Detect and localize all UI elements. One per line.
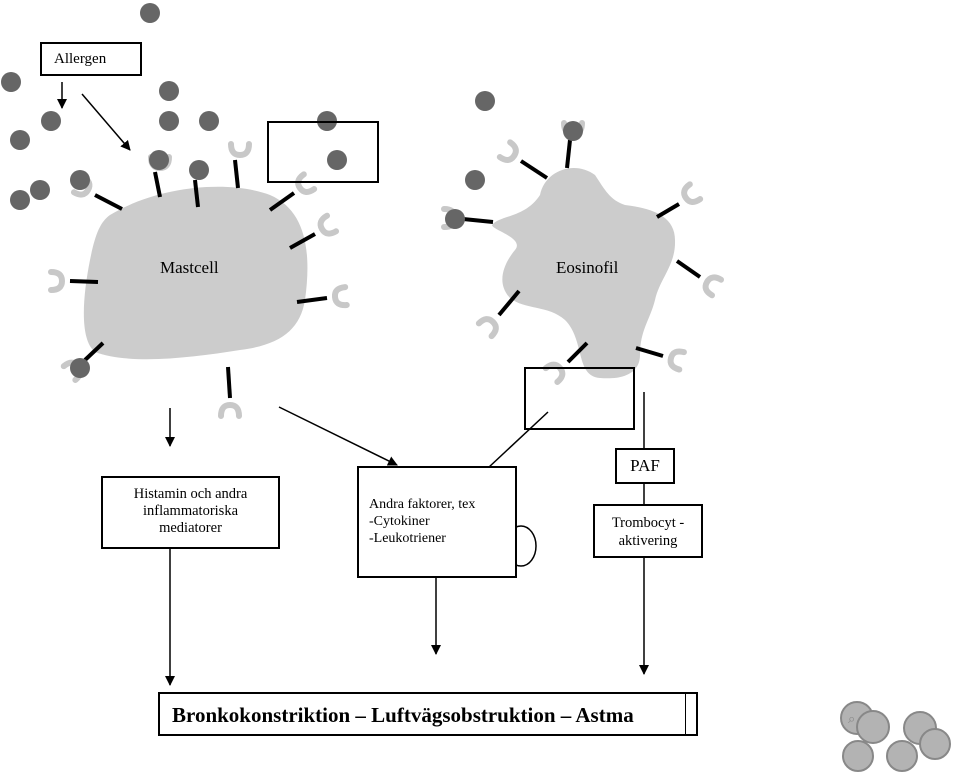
andra-line-2: -Cytokiner — [369, 514, 430, 529]
paf-box: PAF — [615, 448, 675, 484]
histamin-box: Histamin och andra inflammatoriska media… — [101, 476, 280, 549]
paf-label: PAF — [630, 456, 660, 475]
arrows — [57, 82, 649, 686]
mastcell-to-andra-arrow — [278, 406, 398, 466]
mastcell-empty-box — [267, 121, 379, 183]
eosinofil-antibodies — [462, 139, 702, 364]
allergen-box: Allergen — [40, 42, 142, 76]
trombocyt-box: Trombocyt - aktivering — [593, 504, 703, 558]
result-box: Bronkokonstriktion – Luftvägsobstruktion… — [158, 692, 698, 736]
histamin-line-2: inflammatoriska — [142, 503, 239, 519]
result-inner-rule — [685, 694, 686, 734]
allergen-label: Allergen — [54, 51, 107, 67]
eosinofil-label: Eosinofil — [556, 258, 619, 277]
trombocyt-line-1: Trombocyt - — [611, 515, 685, 531]
mastcell-body — [83, 186, 308, 360]
allergen-particles — [1, 3, 583, 378]
andra-faktorer-box: Andra faktorer, tex -Cytokiner -Leukotri… — [357, 466, 517, 578]
mastcell-label: Mastcell — [160, 258, 219, 277]
trombocyt-line-2: aktivering — [618, 533, 678, 549]
eosinofil-empty-box — [524, 367, 635, 430]
mastcell-antibodies — [69, 159, 328, 399]
histamin-line-3: mediatorer — [159, 520, 222, 536]
svg-text:⌕: ⌕ — [848, 712, 855, 727]
result-label: Bronkokonstriktion – Luftvägsobstruktion… — [172, 703, 634, 727]
andra-line-3: -Leukotriener — [369, 531, 446, 546]
histamin-line-1: Histamin och andra — [133, 486, 248, 502]
pills-image: ⌕ — [840, 701, 951, 772]
eosinofil-body — [492, 167, 676, 379]
andra-line-1: Andra faktorer, tex — [369, 497, 476, 512]
allergen-diagonal-arrow — [81, 93, 131, 151]
